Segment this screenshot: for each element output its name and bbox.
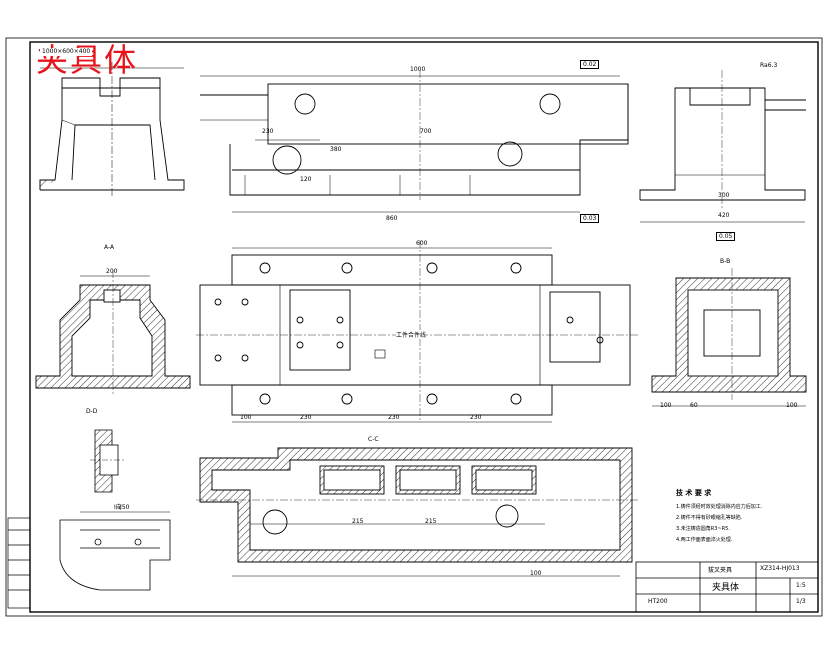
dim-bb-w2: 60	[690, 402, 698, 409]
dim-plan-width: 600	[416, 240, 428, 247]
dim-plan-b: 230	[388, 414, 400, 421]
dim-plan-d: 100	[240, 414, 252, 421]
dim-cc-a: 215	[352, 518, 364, 525]
assembly-name: 拔叉夹具	[708, 567, 733, 574]
dim-top-bottom: 860	[386, 215, 398, 222]
dim-rv-width: 300	[718, 192, 730, 199]
dim-plan-a: 230	[300, 414, 312, 421]
section-cc	[196, 447, 640, 577]
label-section-bb: B-B	[720, 258, 731, 265]
notes-list: 1.铸件须经时效处理消除内应力后加工. 2.铸件不得有砂眼缩孔等缺陷. 3.未注…	[676, 502, 762, 546]
front-view	[200, 70, 629, 213]
dim-top-overall: 1000	[410, 66, 426, 73]
roughness-mark: Ra6.3	[760, 62, 778, 69]
dim-top-left: 230	[262, 128, 274, 135]
dim-cc-c: 100	[530, 570, 542, 577]
dim-height-a: 380	[330, 146, 342, 153]
dim-bb-w1: 100	[660, 402, 672, 409]
notes-heading: 技 术 要 求	[676, 489, 712, 497]
dim-bb-w3: 100	[786, 402, 798, 409]
section-aa	[35, 270, 191, 395]
dim-view-i: 250	[118, 504, 130, 511]
sheet-number: 1/3	[796, 598, 806, 605]
tolerance-perp: 0.03	[580, 214, 600, 223]
label-view-i: I向	[114, 504, 122, 511]
drawing-number: XZ314-HJ013	[760, 565, 800, 572]
note-item: 1.铸件须经时效处理消除内应力后加工.	[676, 504, 763, 510]
margin-table	[7, 517, 31, 609]
side-view-right	[639, 70, 806, 223]
title-block	[635, 561, 819, 613]
dim-cc-b: 215	[425, 518, 437, 525]
label-section-aa: A-A	[104, 244, 115, 251]
size-stamp: 1000×600×400	[40, 48, 93, 56]
dim-plan-c: 230	[470, 414, 482, 421]
note-item: 4.两工作面表面淬火处理.	[676, 537, 733, 543]
dim-top-inner: 700	[420, 128, 432, 135]
scale: 1:5	[796, 582, 806, 589]
dim-rv-total: 420	[718, 212, 730, 219]
section-bb	[651, 268, 807, 407]
view-i	[59, 511, 171, 591]
inner-frame	[29, 41, 819, 613]
section-dd	[90, 429, 125, 493]
outer-frame	[5, 37, 823, 617]
end-view-left	[39, 62, 185, 196]
tolerance-par: 0.05	[716, 232, 736, 241]
label-section-cc: C-C	[368, 436, 379, 443]
plan-center-label: 工件合件线	[396, 330, 427, 339]
tolerance-flat: 0.02	[580, 60, 600, 69]
dim-height-b: 120	[300, 176, 312, 183]
part-name: 夹具体	[712, 583, 740, 593]
material: HT200	[648, 598, 668, 605]
dim-aa-width: 200	[106, 268, 118, 275]
note-item: 3.未注铸造圆角R3~R5.	[676, 526, 730, 532]
note-item: 2.铸件不得有砂眼缩孔等缺陷.	[676, 515, 743, 521]
label-section-dd: D-D	[86, 408, 98, 415]
